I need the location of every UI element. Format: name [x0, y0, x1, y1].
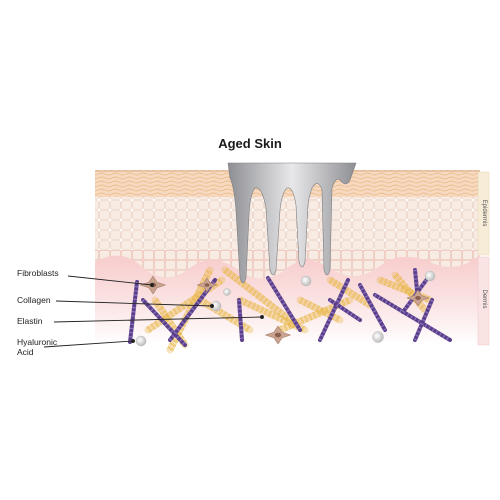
hyaluronic-acid-sphere: [300, 275, 312, 287]
leader-lines: [43, 275, 264, 348]
epidermis-cell-layer: [95, 195, 480, 279]
elastin-fiber: [237, 298, 244, 342]
label-hyaluronic-acid: Hyaluronic Acid: [17, 337, 57, 357]
epidermis-band: [477, 171, 490, 256]
microneedle-device: [227, 162, 357, 284]
collagen-fiber: [326, 276, 374, 309]
label-collagen: Collagen: [17, 295, 51, 305]
elastin-fiber: [318, 278, 350, 342]
hyaluronic-acid-sphere: [424, 270, 436, 282]
hyaluronic-acid-sphere: [135, 335, 147, 347]
elastin-fiber: [141, 298, 187, 347]
hyaluronic-acid-spheres: [135, 270, 436, 347]
dermis-band: [477, 256, 490, 346]
elastin-fiber: [128, 280, 139, 344]
elastin-fiber: [358, 283, 387, 332]
collagen-fiber: [221, 266, 294, 324]
fibroblast-cell: [406, 289, 430, 307]
side-label-dermis: Dermis: [481, 289, 487, 309]
diagram-title: Aged Skin: [218, 136, 282, 151]
label-hyaluronic-line2: Acid: [17, 347, 34, 357]
elastin-fiber: [266, 276, 302, 332]
fibroblast-cell: [265, 325, 291, 345]
hyaluronic-acid-sphere: [223, 288, 231, 296]
collagen-fiber: [296, 296, 344, 324]
side-label-epidermis: Epidermis: [481, 199, 487, 227]
label-elastin: Elastin: [17, 316, 43, 326]
elastin-fiber: [373, 293, 452, 342]
dermis-layer: [95, 250, 480, 345]
elastin-fiber: [413, 298, 434, 342]
fibroblast-cell: [196, 277, 218, 293]
label-hyaluronic-line1: Hyaluronic: [17, 337, 58, 347]
hyaluronic-acid-sphere: [372, 331, 384, 343]
label-fibroblasts: Fibroblasts: [17, 268, 59, 278]
elastin-fiber: [328, 298, 362, 322]
